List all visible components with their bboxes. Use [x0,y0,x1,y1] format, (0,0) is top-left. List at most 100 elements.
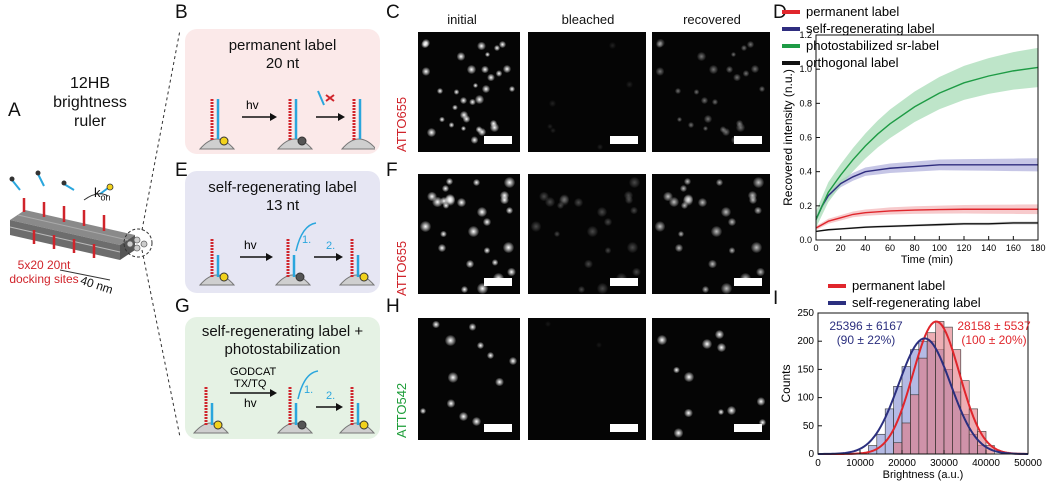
fluorescent-spot [477,127,487,136]
fluorescent-spot [725,65,734,74]
x-tick-label: 80 [910,243,920,253]
column-header-recovered: recovered [683,12,741,27]
fluorescent-spot [494,45,501,52]
scale-bar [610,136,638,144]
fluorescent-spot [490,123,499,133]
box-self-regenerating-label: self-regenerating label 13 nt hv 1. 2. [185,171,380,293]
hv-label: hv [244,396,257,410]
step2-label: 2. [326,240,335,252]
fluorescent-spot [609,42,617,50]
scale-bar [610,424,638,432]
image-h-recovered [652,318,770,440]
fluorescent-spot [544,320,551,327]
fluorescent-spot [718,408,725,415]
fluorescent-spot [466,65,476,75]
y-tick-label: 250 [797,308,814,319]
y-tick-label: 0 [808,449,814,460]
fluorescent-spot [624,190,634,200]
annotation-self-regenerating: 25396 ± 6167 [829,319,903,333]
fluorescent-spot [553,230,561,238]
fluorescent-spot [715,330,724,340]
fluorescent-spot [748,195,757,205]
fluorescent-spot [756,397,766,406]
series-band-1 [816,158,1038,223]
plot-frame [817,312,1029,455]
zoom-connector-lines [141,29,181,438]
fluorescent-spot [538,191,549,202]
fluorescent-spot [597,143,604,150]
fluorescent-spot [437,244,446,253]
x-tick-label: 40 [860,243,870,253]
fluorescent-spot [502,241,514,253]
x-tick-label: 40000 [972,458,1000,469]
panel-label-a: A [8,100,21,121]
panel-label-f: F [386,160,398,181]
fluorescent-spot [684,372,694,382]
fluorescent-spot [505,206,514,215]
fluorescent-spot [495,70,503,77]
fluorescent-spot [444,195,455,206]
fluorescent-spot [486,351,495,360]
legend-label-0: permanent label [806,4,899,19]
fluorescent-spot [559,195,570,206]
fluorescent-spot [684,177,692,185]
x-tick-label: 0 [815,458,821,469]
fluorescent-spot [445,335,456,346]
image-h-bleached [528,318,646,440]
fluorescent-spot [477,41,486,50]
fluorescent-spot [544,196,556,208]
y-axis-label: Counts [779,364,793,402]
fluorescent-spot [722,127,731,136]
fluorescent-spot [752,176,764,189]
series-band-2 [816,47,1038,228]
step1-label: 1. [302,234,311,246]
fluorescent-spot [452,104,458,111]
x-tick-label: 50000 [1014,458,1042,469]
fluorescent-spot [432,196,443,208]
fluorescent-spot [654,221,666,233]
bundle-end-cross-section [126,236,148,252]
fluorescent-spot [459,97,467,105]
fluorescent-spot [485,51,491,57]
fluorescent-spot [758,86,765,93]
fluorescent-spot [711,98,719,106]
fluorescent-spot [559,194,570,204]
fluorescent-spot [441,184,449,192]
fluorescent-spot [677,230,685,238]
fluorescent-spot [468,98,476,106]
fluorescent-spot [462,115,471,123]
ruler-title: 12HB brightness ruler [40,74,140,131]
fluorescent-spot [758,419,766,426]
fluorescent-spot [460,285,468,293]
fluorescent-spot [698,197,707,207]
fluorescent-spot [421,40,429,48]
fluorescent-spot [668,196,680,208]
fluorescent-spot [530,221,542,233]
scheme-step3 [338,387,375,434]
fluorescent-spot [748,190,758,200]
hv-label: hv [246,98,259,112]
fluorescent-spot [437,88,444,95]
fluorescent-spot [680,202,688,209]
y-tick-label: 1.2 [799,30,812,40]
fluorescent-spot [730,51,736,57]
panel-label-g: G [175,296,190,317]
fluorescent-spot [468,323,477,331]
x-tick-label: 60 [885,243,895,253]
fluorescent-spot [503,176,516,189]
panel-label-i: I [773,288,779,309]
fluorescent-spot [470,136,479,144]
fluorescent-spot [656,67,665,76]
docking-line2: docking sites [9,272,79,286]
fluorescent-spot [655,40,664,48]
fluorescent-spot [684,409,693,418]
fluorescent-spot [457,197,467,207]
box-g-title-line1: self-regenerating label + [201,323,364,340]
image-c-recovered [652,32,770,152]
x-axis-label: Time (min) [901,254,953,266]
fluorescent-spot [729,247,736,254]
y-tick-label: 0.2 [799,201,812,211]
fluorescent-spot [439,230,447,238]
scheme-step2 [274,222,317,286]
x-tick-label: 20000 [888,458,916,469]
